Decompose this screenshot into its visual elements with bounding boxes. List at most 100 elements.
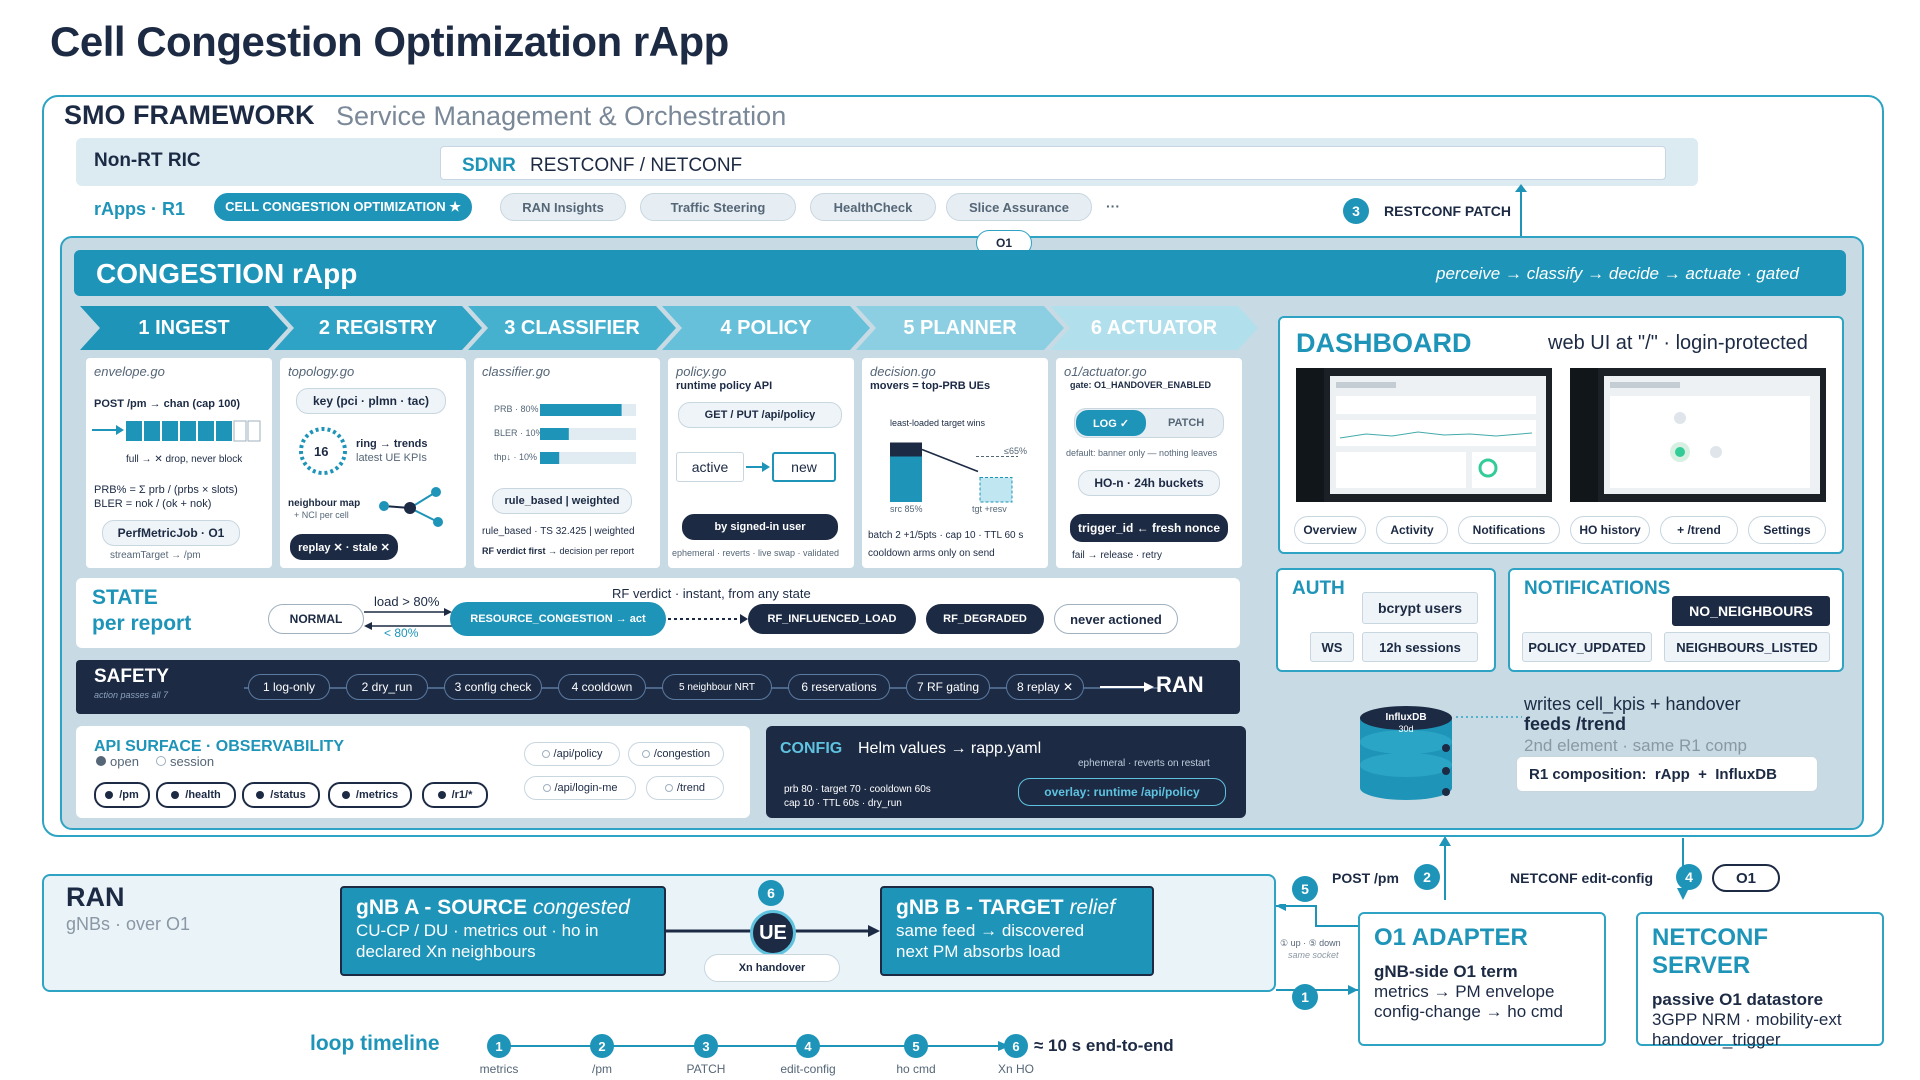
actuator-trigger-badge: trigger_id ← fresh nonce (1070, 514, 1228, 542)
timeline-end: ≈ 10 s end-to-end (1034, 1036, 1174, 1055)
safety-step-6: 6 reservations (788, 674, 890, 700)
dashboard-tab-settings[interactable]: Settings (1748, 516, 1826, 544)
replay-stale-badge: replay ✕ · stale ✕ (290, 534, 398, 560)
restconf-arrow (1515, 184, 1527, 238)
classifier-bar-label-prb: PRB · 80% (494, 404, 539, 414)
api-congestion[interactable]: /congestion (628, 742, 724, 766)
influx-second: 2nd element · same R1 comp (1524, 736, 1747, 755)
smo-framework-frame (42, 95, 1884, 837)
safety-step-4: 4 cooldown (558, 674, 646, 700)
step-4-badge: 4 (1676, 864, 1702, 890)
sdnr-label: SDNR (462, 155, 516, 176)
timeline-step-4: 4 (796, 1034, 820, 1058)
config-sub: Helm values → rapp.yaml (858, 740, 1042, 757)
netconf-server-bold: passive O1 datastore (1652, 990, 1824, 1009)
actuator-fail-note: fail → release · retry (1072, 550, 1163, 561)
rapp-pill-cell-congestion[interactable]: CELL CONGESTION OPTIMIZATION ★ (214, 193, 472, 221)
netconf-server-line-1: 3GPP NRM · mobility-ext (1652, 1010, 1842, 1029)
page-title: Cell Congestion Optimization rApp (50, 18, 729, 65)
netconf-server: NETCONF SERVER passive O1 datastore 3GPP… (1636, 912, 1884, 1049)
perf-metric-job-badge: PerfMetricJob · O1 (102, 520, 240, 546)
state-rf-verdict-note: RF verdict · instant, from any state (612, 586, 811, 601)
dashboard-tab-activity[interactable]: Activity (1376, 516, 1448, 544)
classifier-bar (540, 452, 560, 464)
open-dot-icon (171, 791, 180, 799)
actuator-log-option[interactable]: LOG ✓ (1076, 410, 1146, 436)
api-status[interactable]: /status (242, 782, 320, 808)
session-dot-icon (664, 784, 673, 792)
ingest-full-note: full → ✕ drop, never block (126, 454, 243, 465)
gnb-a-line-2: declared Xn neighbours (356, 942, 536, 961)
classifier-verdict-note: RF verdict first → decision per report (482, 546, 635, 556)
state-title: STATE (92, 586, 158, 609)
same-socket-sub: same socket (1288, 950, 1339, 960)
timeline-label-4: edit-config (780, 1062, 836, 1076)
smo-heading: SMO FRAMEWORK (64, 100, 315, 130)
api-r1[interactable]: /r1/* (422, 782, 488, 808)
actuator-card: o1/actuator.go gate: O1_HANDOVER_ENABLED… (1056, 358, 1242, 568)
influxdb-name: InfluxDB (1385, 712, 1427, 723)
ring-size: 16 (314, 444, 329, 459)
state-rf-arrow (668, 614, 748, 624)
dashboard-tab-trend[interactable]: + /trend (1660, 516, 1738, 544)
safety-step-2: 2 dry_run (346, 674, 428, 700)
ingest-queue-graphic (92, 420, 261, 442)
api-login-me[interactable]: /api/login-me (524, 776, 636, 800)
ring-latest: latest UE KPIs (356, 452, 427, 464)
classifier-bar-track (540, 452, 636, 464)
o1-adapter-line-1: metrics → PM envelope (1374, 982, 1555, 1001)
api-pm[interactable]: /pm (94, 782, 150, 808)
planner-card: decision.go movers = top-PRB UEs least-l… (862, 358, 1048, 568)
planner-cooldown-note: cooldown arms only on send (868, 548, 995, 559)
o1-adapter: O1 ADAPTER gNB-side O1 term metrics → PM… (1358, 912, 1606, 1046)
timeline-label-3: PATCH (686, 1062, 726, 1076)
stage-actuator: 6 ACTUATOR (1050, 306, 1258, 350)
config-overlay: overlay: runtime /api/policy (1018, 778, 1226, 806)
timeline-step-6: 6 (1004, 1034, 1028, 1058)
dashboard-tab-overview[interactable]: Overview (1294, 516, 1366, 544)
policy-ephemeral-note: ephemeral · reverts · live swap · valida… (672, 548, 840, 558)
safety-title: SAFETY (94, 666, 169, 687)
step-5-badge: 5 (1292, 876, 1318, 902)
api-policy[interactable]: /api/policy (524, 742, 620, 766)
open-dot-icon (341, 791, 350, 799)
netconf-server-line-2: handover_trigger (1652, 1030, 1781, 1049)
dashboard-tab-ho-history[interactable]: HO history (1570, 516, 1650, 544)
influxdb-cylinder-icon (1360, 706, 1452, 800)
planner-movers: movers = top-PRB UEs (870, 380, 991, 392)
api-trend[interactable]: /trend (646, 776, 724, 800)
timeline-label-5: ho cmd (896, 1062, 936, 1076)
ue-node: UE (750, 910, 796, 956)
safety-arrow (1100, 682, 1154, 692)
stage-policy: 4 POLICY (662, 306, 870, 350)
policy-api-label: runtime policy API (676, 380, 773, 392)
api-health[interactable]: /health (156, 782, 236, 808)
rapp-pill-slice-assurance[interactable]: Slice Assurance (946, 193, 1092, 221)
nonrt-ric-label: Non-RT RIC (94, 150, 201, 171)
planner-least-loaded: least-loaded target wins (890, 418, 986, 428)
rapp-pill-healthcheck[interactable]: HealthCheck (810, 193, 936, 221)
state-subtitle: per report (92, 612, 192, 635)
rapps-more: ··· (1106, 198, 1120, 214)
classifier-file: classifier.go (482, 364, 551, 379)
safety-step-5: 5 neighbour NRT (662, 674, 772, 700)
planner-movers-slice (890, 442, 922, 457)
registry-key-badge: key (pci · plmn · tac) (296, 388, 446, 414)
api-metrics[interactable]: /metrics (328, 782, 412, 808)
state-normal: NORMAL (268, 604, 364, 634)
dashboard-tab-notifications[interactable]: Notifications (1458, 516, 1560, 544)
session-dot-icon (542, 784, 551, 792)
timeline-label: loop timeline (310, 1032, 440, 1055)
rapp-pill-traffic-steering[interactable]: Traffic Steering (640, 193, 796, 221)
notif-no-neighbours: NO_NEIGHBOURS (1672, 596, 1830, 626)
config-line-2: cap 10 · TTL 60s · dry_run (784, 798, 902, 809)
session-dot-icon (641, 750, 650, 758)
classifier-mode-badge: rule_based | weighted (492, 488, 632, 514)
handover-arrows (666, 925, 880, 937)
rapp-pill-ran-insights[interactable]: RAN Insights (500, 193, 626, 221)
gnb-b-heading: gNB B - TARGET relief (896, 896, 1115, 919)
planner-bars-svg (890, 442, 1018, 503)
planner-move-arrow (921, 448, 979, 473)
actuator-patch-option[interactable]: PATCH (1168, 417, 1205, 429)
stage-registry: 2 REGISTRY (274, 306, 482, 350)
